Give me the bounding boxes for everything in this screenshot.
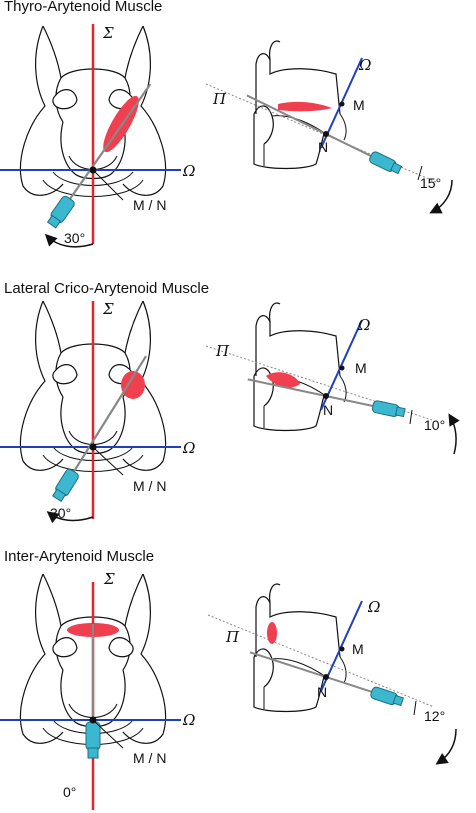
m-label-3: M [352,641,364,657]
mn-label-2: M / N [133,478,166,494]
m-label-1: M [353,97,365,113]
sigma-label-1: Σ [102,24,114,42]
front-angle-2: 30° [50,505,71,521]
pi-label-2: Π [215,342,230,360]
lateral-crico-arytenoid-muscle [121,371,145,399]
needle-icon [52,355,147,503]
side-angle-3: 12° [424,708,445,724]
lateral-crico-arytenoid-muscle-side [266,372,300,388]
inter-arytenoid-muscle-side [267,622,277,644]
panel-title-thyro-arytenoid: Thyro-Arytenoid Muscle [4,0,163,15]
side-view-1 [205,40,453,214]
n-label-3: N [317,684,327,700]
n-label-1: N [318,139,328,155]
rotation-arrow-icon [46,511,94,524]
front-view-3 [0,573,181,810]
needle-icon [246,94,403,175]
omega-label-front-2: Ω [182,439,195,457]
rotation-arrow-icon [429,179,453,214]
needle-icon [46,83,152,229]
sigma-label-3: Σ [103,570,115,588]
needle-icon [249,651,404,707]
rotation-arrow-icon [448,413,460,455]
mn-label-3: M / N [133,750,166,766]
pi-label-3: Π [225,628,240,646]
m-label-2: M [355,360,367,376]
omega-label-side-3: Ω [367,598,380,616]
side-view-2 [205,302,460,455]
omega-label-front-1: Ω [182,162,195,180]
omega-label-front-3: Ω [182,711,195,729]
panel-title-lateral-crico-arytenoid: Lateral Crico-Arytenoid Muscle [4,280,210,297]
needle-icon [85,624,101,759]
pi-label-1: Π [212,90,227,108]
front-view-2 [0,300,181,524]
n-label-2: N [323,402,333,418]
front-angle-3: 0° [63,784,76,800]
rotation-arrow-icon [44,233,94,248]
omega-label-side-1: Ω [358,56,371,74]
sigma-label-2: Σ [102,300,114,318]
panel-title-inter-arytenoid: Inter-Arytenoid Muscle [4,548,155,565]
thyro-arytenoid-muscle-side [278,101,332,112]
side-angle-2: 10° [424,417,445,433]
side-view-3 [207,583,457,765]
omega-label-side-2: Ω [357,316,370,334]
front-view-1 [0,24,181,248]
needle-icon [247,378,406,418]
front-angle-1: 30° [64,230,85,246]
mn-label-1: M / N [133,197,166,213]
side-angle-1: 15° [420,175,441,191]
rotation-arrow-icon [435,728,457,765]
